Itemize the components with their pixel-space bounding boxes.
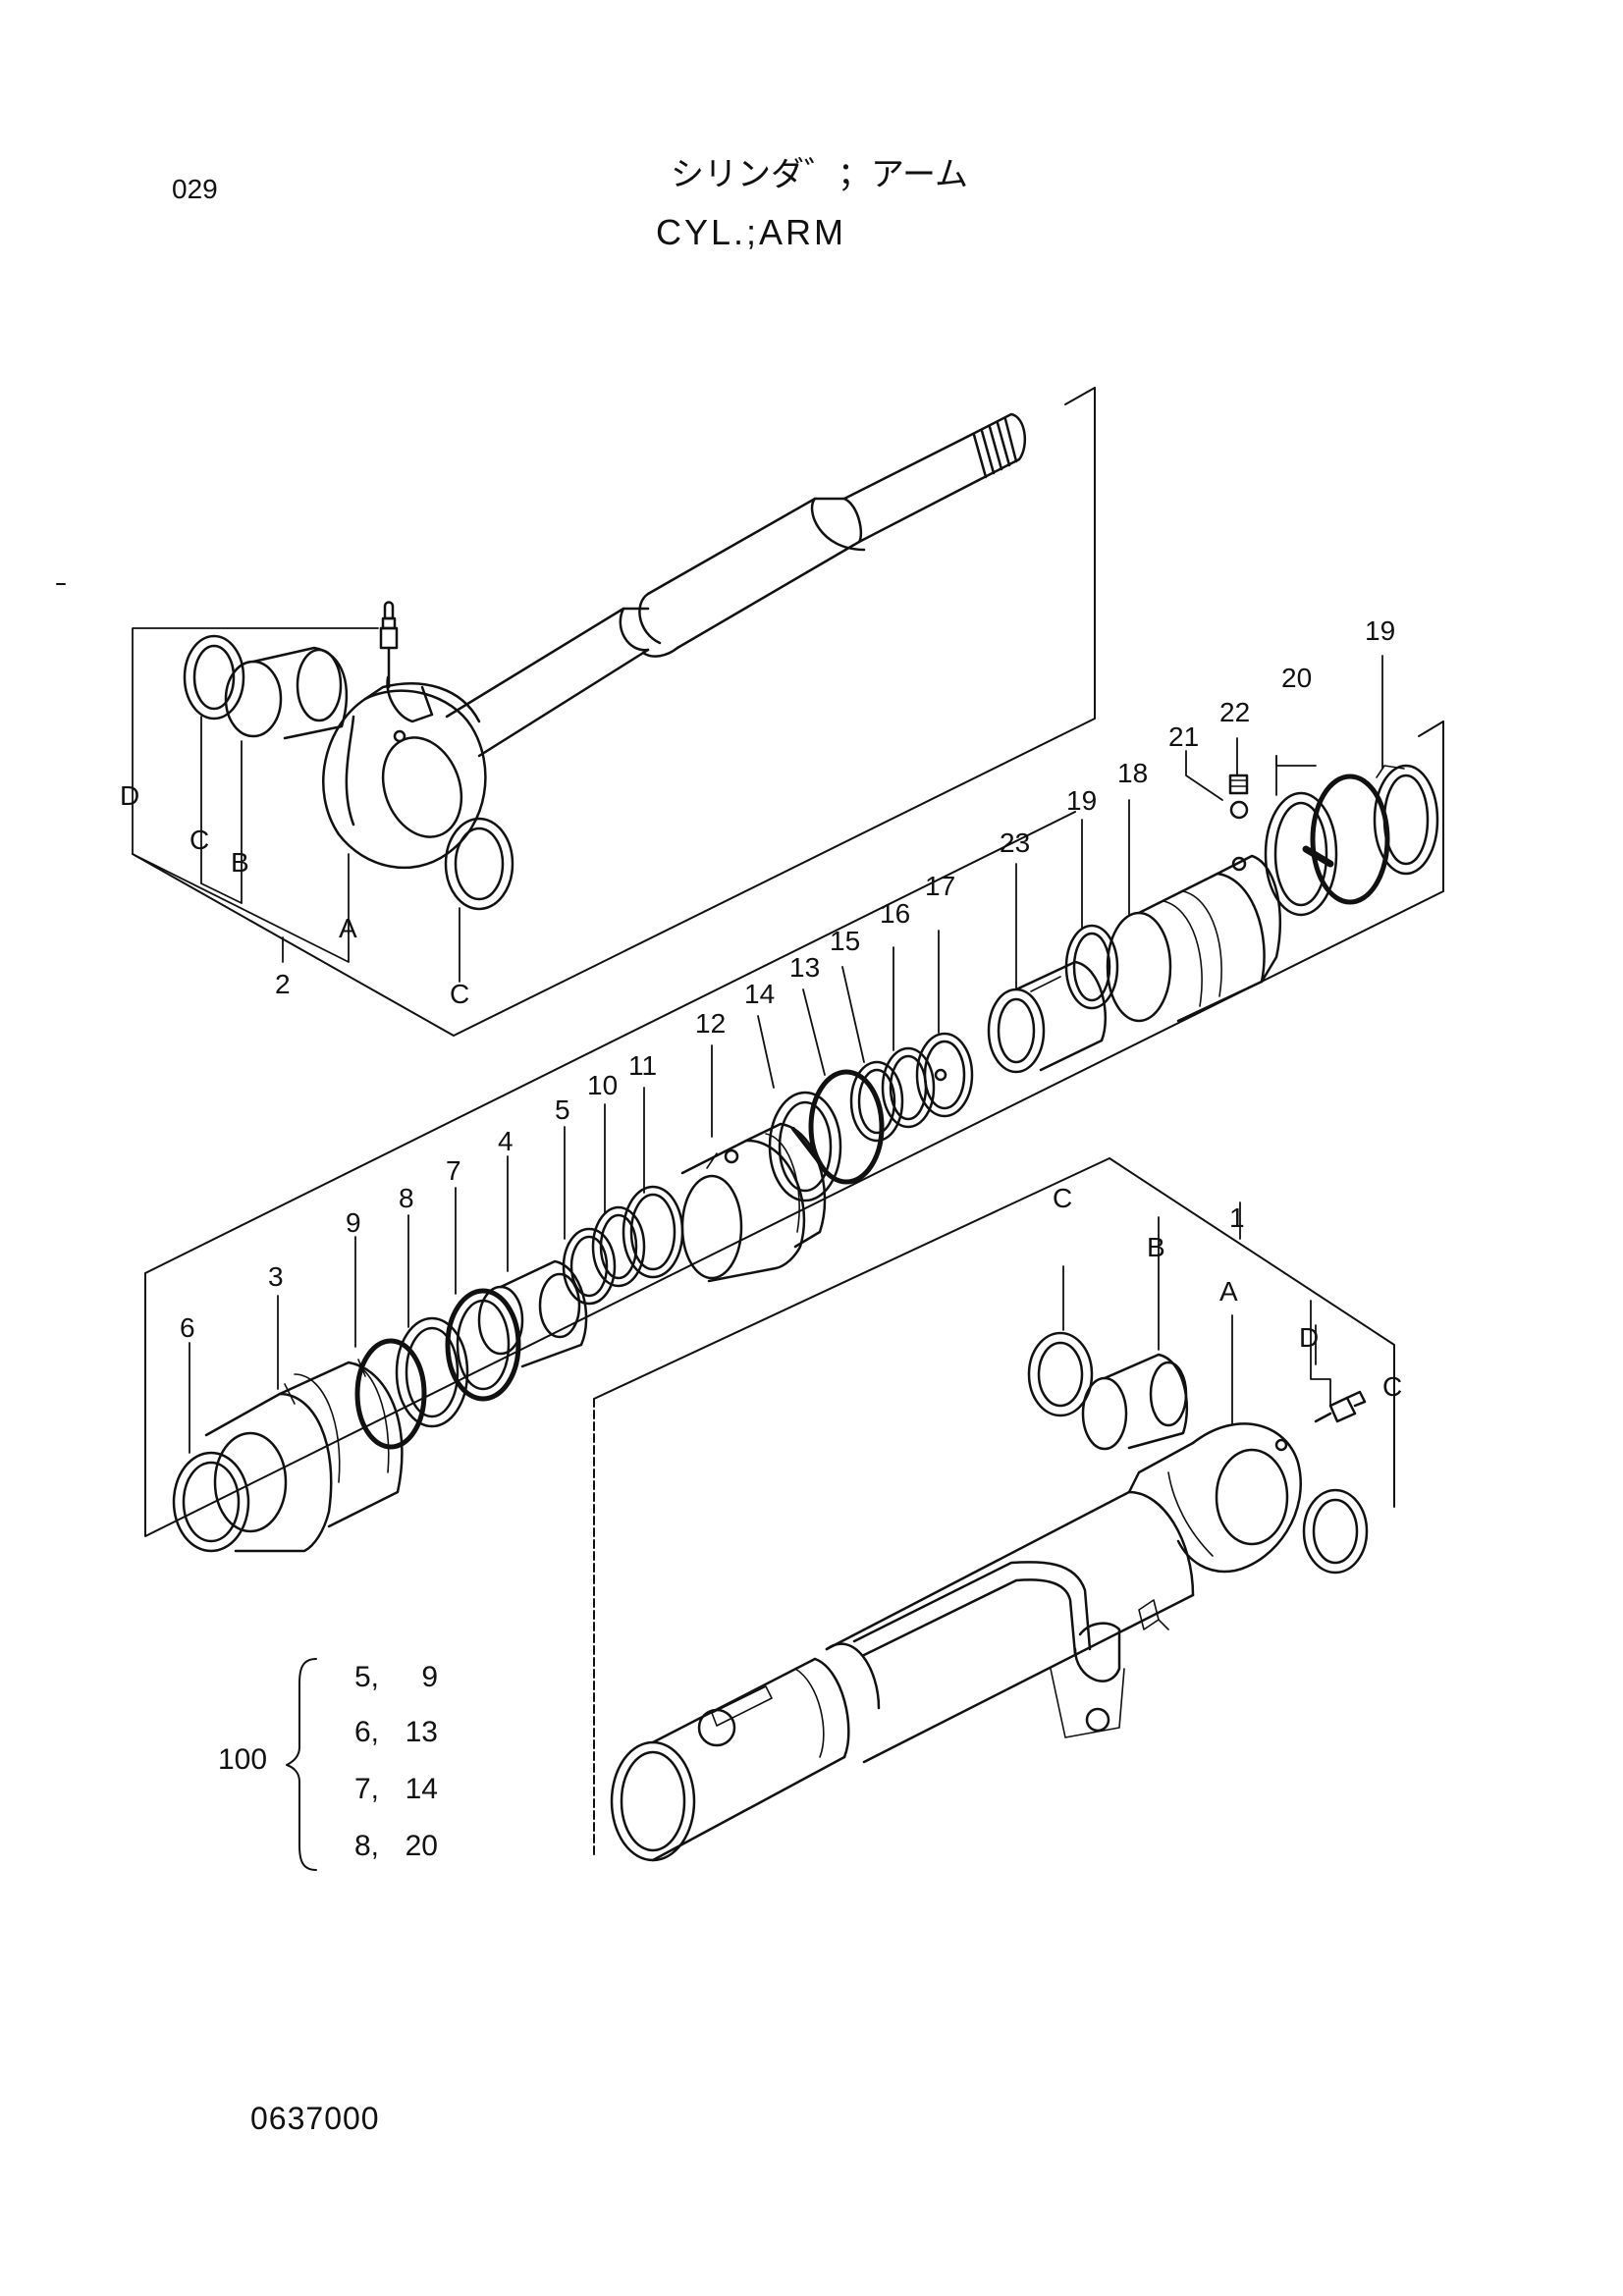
part-12-piston xyxy=(680,1122,827,1283)
part-7-ring xyxy=(445,1288,521,1402)
callout-3: 3 xyxy=(268,1261,284,1292)
part-5-ring xyxy=(562,1227,617,1306)
callout-1: 1 xyxy=(1229,1202,1245,1233)
bushing-top xyxy=(224,646,349,740)
callout-C-top-right: C xyxy=(450,979,469,1009)
rod-assembly-group xyxy=(132,387,1096,1037)
part-14-ring xyxy=(768,1091,842,1202)
part-18-nut xyxy=(1106,854,1282,1023)
callout-14: 14 xyxy=(744,979,775,1009)
callout-C-bottom-right: C xyxy=(1382,1371,1402,1402)
drawing-number: 0637000 xyxy=(250,2101,380,2136)
callout-19-right: 19 xyxy=(1365,615,1395,646)
part-19-ring-right xyxy=(1373,764,1439,876)
kit-row: 6,13 xyxy=(332,1716,438,1749)
bushing-bottom xyxy=(1081,1353,1189,1451)
part-22-set-screw xyxy=(1228,774,1249,795)
callout-D-top: D xyxy=(120,780,139,811)
callout-labels: D C B A 2 C 6 3 9 8 7 4 5 10 11 12 14 13… xyxy=(120,615,1402,1402)
callout-C-bottom-left: C xyxy=(1053,1183,1072,1213)
page-number: 029 xyxy=(172,174,218,204)
kit-item-a: 6, xyxy=(353,1716,379,1748)
callout-D-bottom: D xyxy=(1299,1322,1319,1353)
kit-item-b: 13 xyxy=(405,1716,438,1748)
callout-B-bottom: B xyxy=(1147,1232,1165,1262)
callout-22: 22 xyxy=(1219,697,1250,727)
kit-item-b: 9 xyxy=(421,1661,438,1693)
callout-10: 10 xyxy=(587,1070,618,1100)
part-15-ring xyxy=(849,1060,904,1143)
part-21-ball xyxy=(1229,800,1249,820)
part-20-ring xyxy=(1264,774,1390,917)
grease-nipple-bottom xyxy=(1314,1390,1367,1423)
kit-bracket xyxy=(286,1658,317,1871)
callout-9: 9 xyxy=(346,1207,361,1238)
kit-row: 7,14 xyxy=(332,1773,438,1806)
callout-A-bottom: A xyxy=(1219,1276,1238,1307)
callout-23: 23 xyxy=(1000,828,1030,858)
kit-item-a: 8, xyxy=(353,1830,379,1862)
callout-12: 12 xyxy=(695,1008,726,1039)
kit-item-b: 20 xyxy=(405,1830,438,1862)
part-17-ring xyxy=(915,1032,974,1118)
cylinder-tube xyxy=(610,1422,1302,1862)
callout-2: 2 xyxy=(275,969,291,999)
part-23-spacer xyxy=(987,960,1108,1074)
exploded-parts-line xyxy=(144,655,1444,1553)
callout-5: 5 xyxy=(555,1095,570,1125)
kit-row: 8,20 xyxy=(332,1830,438,1863)
callout-18: 18 xyxy=(1117,758,1148,788)
seal-top-left xyxy=(183,634,245,721)
callout-20: 20 xyxy=(1281,663,1312,693)
kit-item-b: 14 xyxy=(405,1773,438,1805)
callout-17: 17 xyxy=(925,871,955,901)
kit-item-a: 5, xyxy=(353,1661,379,1693)
title-japanese: シリンダ゛；アーム xyxy=(671,156,968,193)
kit-item-a: 7, xyxy=(353,1773,379,1805)
callout-11: 11 xyxy=(628,1050,657,1081)
callout-B-top: B xyxy=(231,847,249,878)
title-english: CYL.;ARM xyxy=(656,212,847,252)
callout-16: 16 xyxy=(880,898,910,929)
rod-thread xyxy=(965,412,1027,483)
kit-row: 5,9 xyxy=(332,1661,438,1694)
callout-A-top: A xyxy=(339,913,357,943)
part-3-rod-cover xyxy=(204,1359,404,1553)
callout-6: 6 xyxy=(180,1312,195,1343)
grease-nipple-top xyxy=(379,601,399,689)
callout-C-top-left: C xyxy=(189,825,209,855)
callout-4: 4 xyxy=(498,1126,514,1156)
callout-7: 7 xyxy=(446,1155,461,1186)
callout-13: 13 xyxy=(789,952,820,983)
callout-19-left: 19 xyxy=(1066,785,1097,816)
part-6-dust-seal xyxy=(172,1451,250,1553)
part-10-ring xyxy=(591,1205,646,1288)
part-8-ring xyxy=(395,1316,469,1428)
seal-top-right xyxy=(444,817,514,911)
part-11-ring xyxy=(622,1185,684,1279)
part-13-ring xyxy=(808,1069,885,1185)
cylinder-tube-group xyxy=(593,1157,1395,1862)
callout-21: 21 xyxy=(1168,721,1199,752)
callout-15: 15 xyxy=(830,926,860,956)
part-19-ring-left xyxy=(1064,924,1119,1010)
seal-bottom-left xyxy=(1027,1331,1094,1417)
part-9-ring xyxy=(354,1338,427,1450)
seal-bottom-right xyxy=(1302,1488,1369,1575)
kit-number: 100 xyxy=(218,1743,268,1776)
part-4-bushing xyxy=(477,1259,588,1368)
callout-8: 8 xyxy=(399,1183,414,1213)
